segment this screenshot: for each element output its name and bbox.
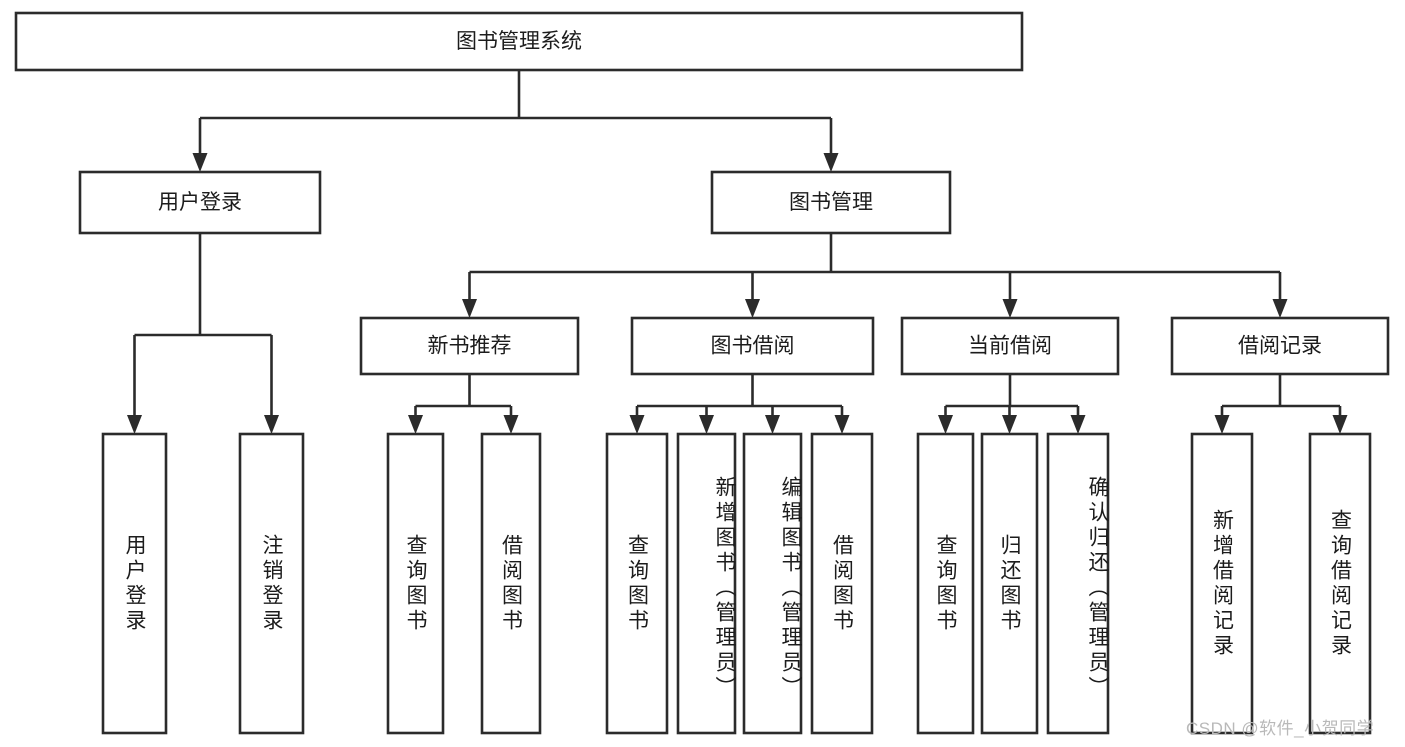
node-box-leaf-edit-book[interactable] bbox=[742, 432, 803, 735]
arrow-head-icon bbox=[1332, 415, 1348, 434]
arrow-head-icon bbox=[834, 415, 850, 434]
node-label-book-manage: 图书管理 bbox=[789, 191, 873, 214]
node-box-current-borrow[interactable] bbox=[900, 316, 1120, 376]
node-box-leaf-add-borrow-rec[interactable] bbox=[1190, 432, 1254, 735]
node-box-leaf-borrow-book-2[interactable] bbox=[810, 432, 874, 735]
arrow-head-icon bbox=[1214, 415, 1230, 434]
arrow-head-icon bbox=[264, 415, 279, 434]
arrow-head-icon bbox=[699, 415, 714, 434]
arrow-head-icon bbox=[1070, 415, 1086, 434]
csdn-watermark: CSDN @软件_小贺同学 bbox=[1186, 719, 1375, 738]
arrow-head-icon bbox=[1002, 299, 1018, 318]
node-box-book-manage[interactable] bbox=[710, 170, 952, 235]
arrow-head-icon bbox=[503, 415, 519, 434]
node-label-new-book-recommend: 新书推荐 bbox=[428, 335, 512, 358]
node-box-leaf-query-borrow-rec[interactable] bbox=[1308, 432, 1372, 735]
node-box-leaf-confirm-return[interactable] bbox=[1046, 432, 1110, 735]
arrow-head-icon bbox=[462, 299, 477, 318]
arrow-head-icon bbox=[745, 299, 760, 318]
node-box-leaf-query-book-2[interactable] bbox=[605, 432, 669, 735]
node-box-leaf-query-book-1[interactable] bbox=[386, 432, 445, 735]
node-label-borrow-record: 借阅记录 bbox=[1238, 335, 1322, 358]
node-box-leaf-query-book-3[interactable] bbox=[916, 432, 975, 735]
arrow-head-icon bbox=[1002, 415, 1017, 434]
arrow-head-icon bbox=[629, 415, 645, 434]
node-label-root: 图书管理系统 bbox=[456, 30, 582, 53]
arrow-head-icon bbox=[408, 415, 423, 434]
node-box-root[interactable] bbox=[14, 11, 1024, 72]
node-box-leaf-borrow-book-1[interactable] bbox=[480, 432, 542, 735]
node-box-book-borrow[interactable] bbox=[630, 316, 875, 376]
node-box-leaf-user-login[interactable] bbox=[101, 432, 168, 735]
arrow-head-icon bbox=[938, 415, 953, 434]
node-box-leaf-logout-login[interactable] bbox=[238, 432, 305, 735]
node-box-leaf-add-book[interactable] bbox=[676, 432, 737, 735]
node-label-current-borrow: 当前借阅 bbox=[968, 335, 1052, 358]
arrow-head-icon bbox=[192, 153, 208, 172]
node-box-layer bbox=[14, 11, 1390, 735]
node-label-user-login: 用户登录 bbox=[158, 191, 242, 214]
arrow-head-icon bbox=[823, 153, 839, 172]
node-box-borrow-record[interactable] bbox=[1170, 316, 1390, 376]
node-box-user-login[interactable] bbox=[78, 170, 322, 235]
connector-layer bbox=[127, 70, 1348, 434]
arrow-head-icon bbox=[765, 415, 780, 434]
node-box-leaf-return-book[interactable] bbox=[980, 432, 1039, 735]
arrow-head-icon bbox=[1272, 299, 1288, 318]
node-box-new-book-recommend[interactable] bbox=[359, 316, 580, 376]
node-label-book-borrow: 图书借阅 bbox=[711, 335, 795, 358]
arrow-head-icon bbox=[127, 415, 142, 434]
